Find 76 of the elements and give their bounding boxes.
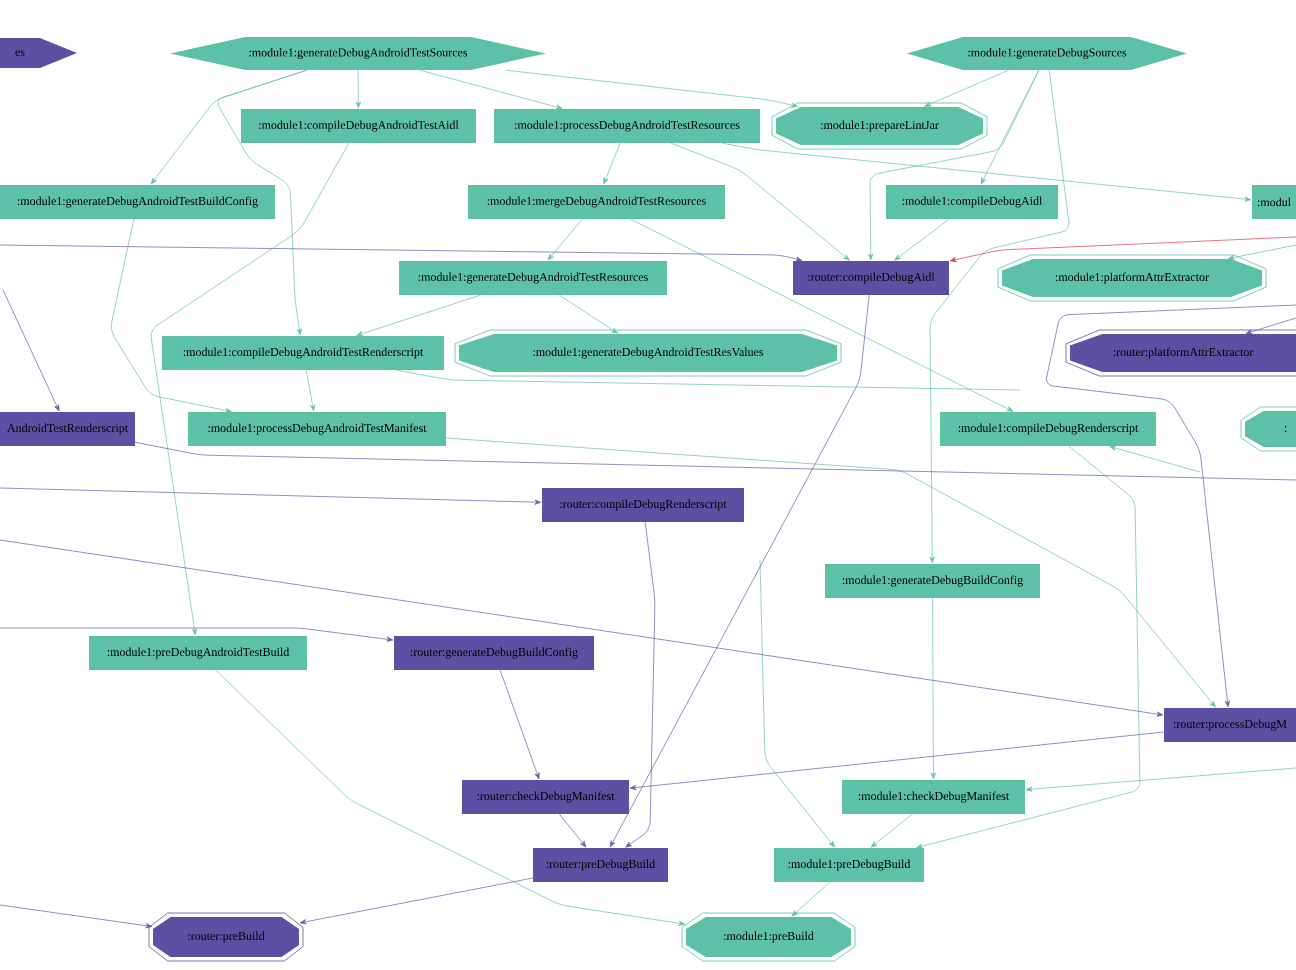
arrow (916, 445, 1141, 849)
arrow (670, 142, 850, 261)
task-box: :router:compileDebugRenderscript (542, 488, 744, 522)
arrow (356, 294, 481, 337)
octagon-node: :router:preBuild (148, 912, 304, 962)
arrow (305, 369, 316, 412)
connector-line (134, 441, 1296, 481)
task-box: :module1:checkDebugManifest (842, 780, 1025, 814)
arrow (1046, 304, 1296, 708)
arrow (559, 813, 587, 848)
arrow (1109, 445, 1201, 473)
arrow (609, 294, 870, 848)
arrow (559, 294, 619, 334)
octagon-node: :module1:platformAttrExtractor (997, 254, 1267, 302)
arrow (505, 69, 799, 108)
octagon-node: :router:platformAttrExtractor (1065, 329, 1296, 377)
task-box: :router:preDebugBuild (533, 848, 668, 882)
arrow (0, 244, 803, 262)
arrow (929, 69, 1070, 564)
arrow (1245, 317, 1296, 335)
task-box: :module1:processDebugAndroidTestResources (494, 109, 760, 143)
task-box: :module1:mergeDebugAndroidTestResources (468, 185, 725, 219)
arrow (1025, 767, 1296, 792)
task-box: :module1:generateDebugBuildConfig (825, 564, 1040, 598)
octagon-node: :module1:preBuild (681, 912, 856, 962)
task-box: :module1:compileDebugAndroidTestAidl (241, 109, 476, 143)
hexagon-node: :module1:generateDebugAndroidTestSources (170, 37, 546, 70)
task-box: :router:generateDebugBuildConfig (394, 636, 594, 670)
arrow (299, 877, 534, 925)
task-box: :router:processDebugM (1164, 708, 1296, 742)
arrow (721, 142, 1252, 202)
arrow (625, 521, 656, 848)
arrow (930, 597, 936, 780)
arrow (603, 142, 621, 185)
arrow (868, 69, 1040, 261)
arrow (1228, 244, 1296, 260)
arrow (215, 669, 686, 926)
task-box: :modul (1252, 185, 1296, 219)
octagon-node: :module1:prepareLintJar (771, 102, 988, 150)
arrow (949, 236, 1296, 263)
arrow (445, 437, 1216, 708)
task-box: AndroidTestRenderscript (0, 412, 135, 446)
arrow (894, 218, 950, 261)
task-box: :router:compileDebugAidl (793, 261, 949, 295)
task-box: :module1:preDebugAndroidTestBuild (89, 636, 307, 670)
arrow (629, 731, 1165, 791)
arrow (419, 69, 563, 110)
arrow (217, 69, 307, 336)
arrow (0, 539, 1164, 717)
arrow (924, 69, 1009, 107)
arrow (0, 627, 394, 642)
task-box: :module1:compileDebugRenderscript (940, 412, 1156, 446)
arrow (759, 559, 835, 848)
task-box: :module1:generateDebugAndroidTestBuildConfig (0, 185, 275, 219)
task-box: :module1:compileDebugAndroidTestRenderscript (162, 336, 444, 370)
task-box: :module1:generateDebugAndroidTestResources (399, 261, 667, 295)
arrow (630, 218, 1014, 412)
arrow (547, 218, 583, 261)
arrow (111, 218, 232, 413)
arrow (791, 881, 831, 917)
octagon-node: :module1:generateDebugAndroidTestResValues (454, 329, 842, 377)
hexagon-node: :module1:generateDebugSources (907, 37, 1187, 70)
task-box: :router:checkDebugManifest (462, 780, 629, 814)
task-box: :module1:processDebugAndroidTestManifest (188, 412, 446, 446)
arrow (870, 813, 913, 848)
connector-line (396, 369, 1021, 391)
task-box: :module1:preDebugBuild (774, 848, 924, 882)
octagon-node: : (1240, 406, 1296, 452)
arrow (2, 289, 60, 412)
arrow (150, 142, 350, 636)
arrow (0, 904, 153, 929)
arrow (499, 669, 540, 780)
hexagon-node: es (0, 38, 77, 68)
arrow (0, 487, 542, 505)
arrow (355, 69, 361, 109)
task-box: :module1:compileDebugAidl (886, 185, 1058, 219)
